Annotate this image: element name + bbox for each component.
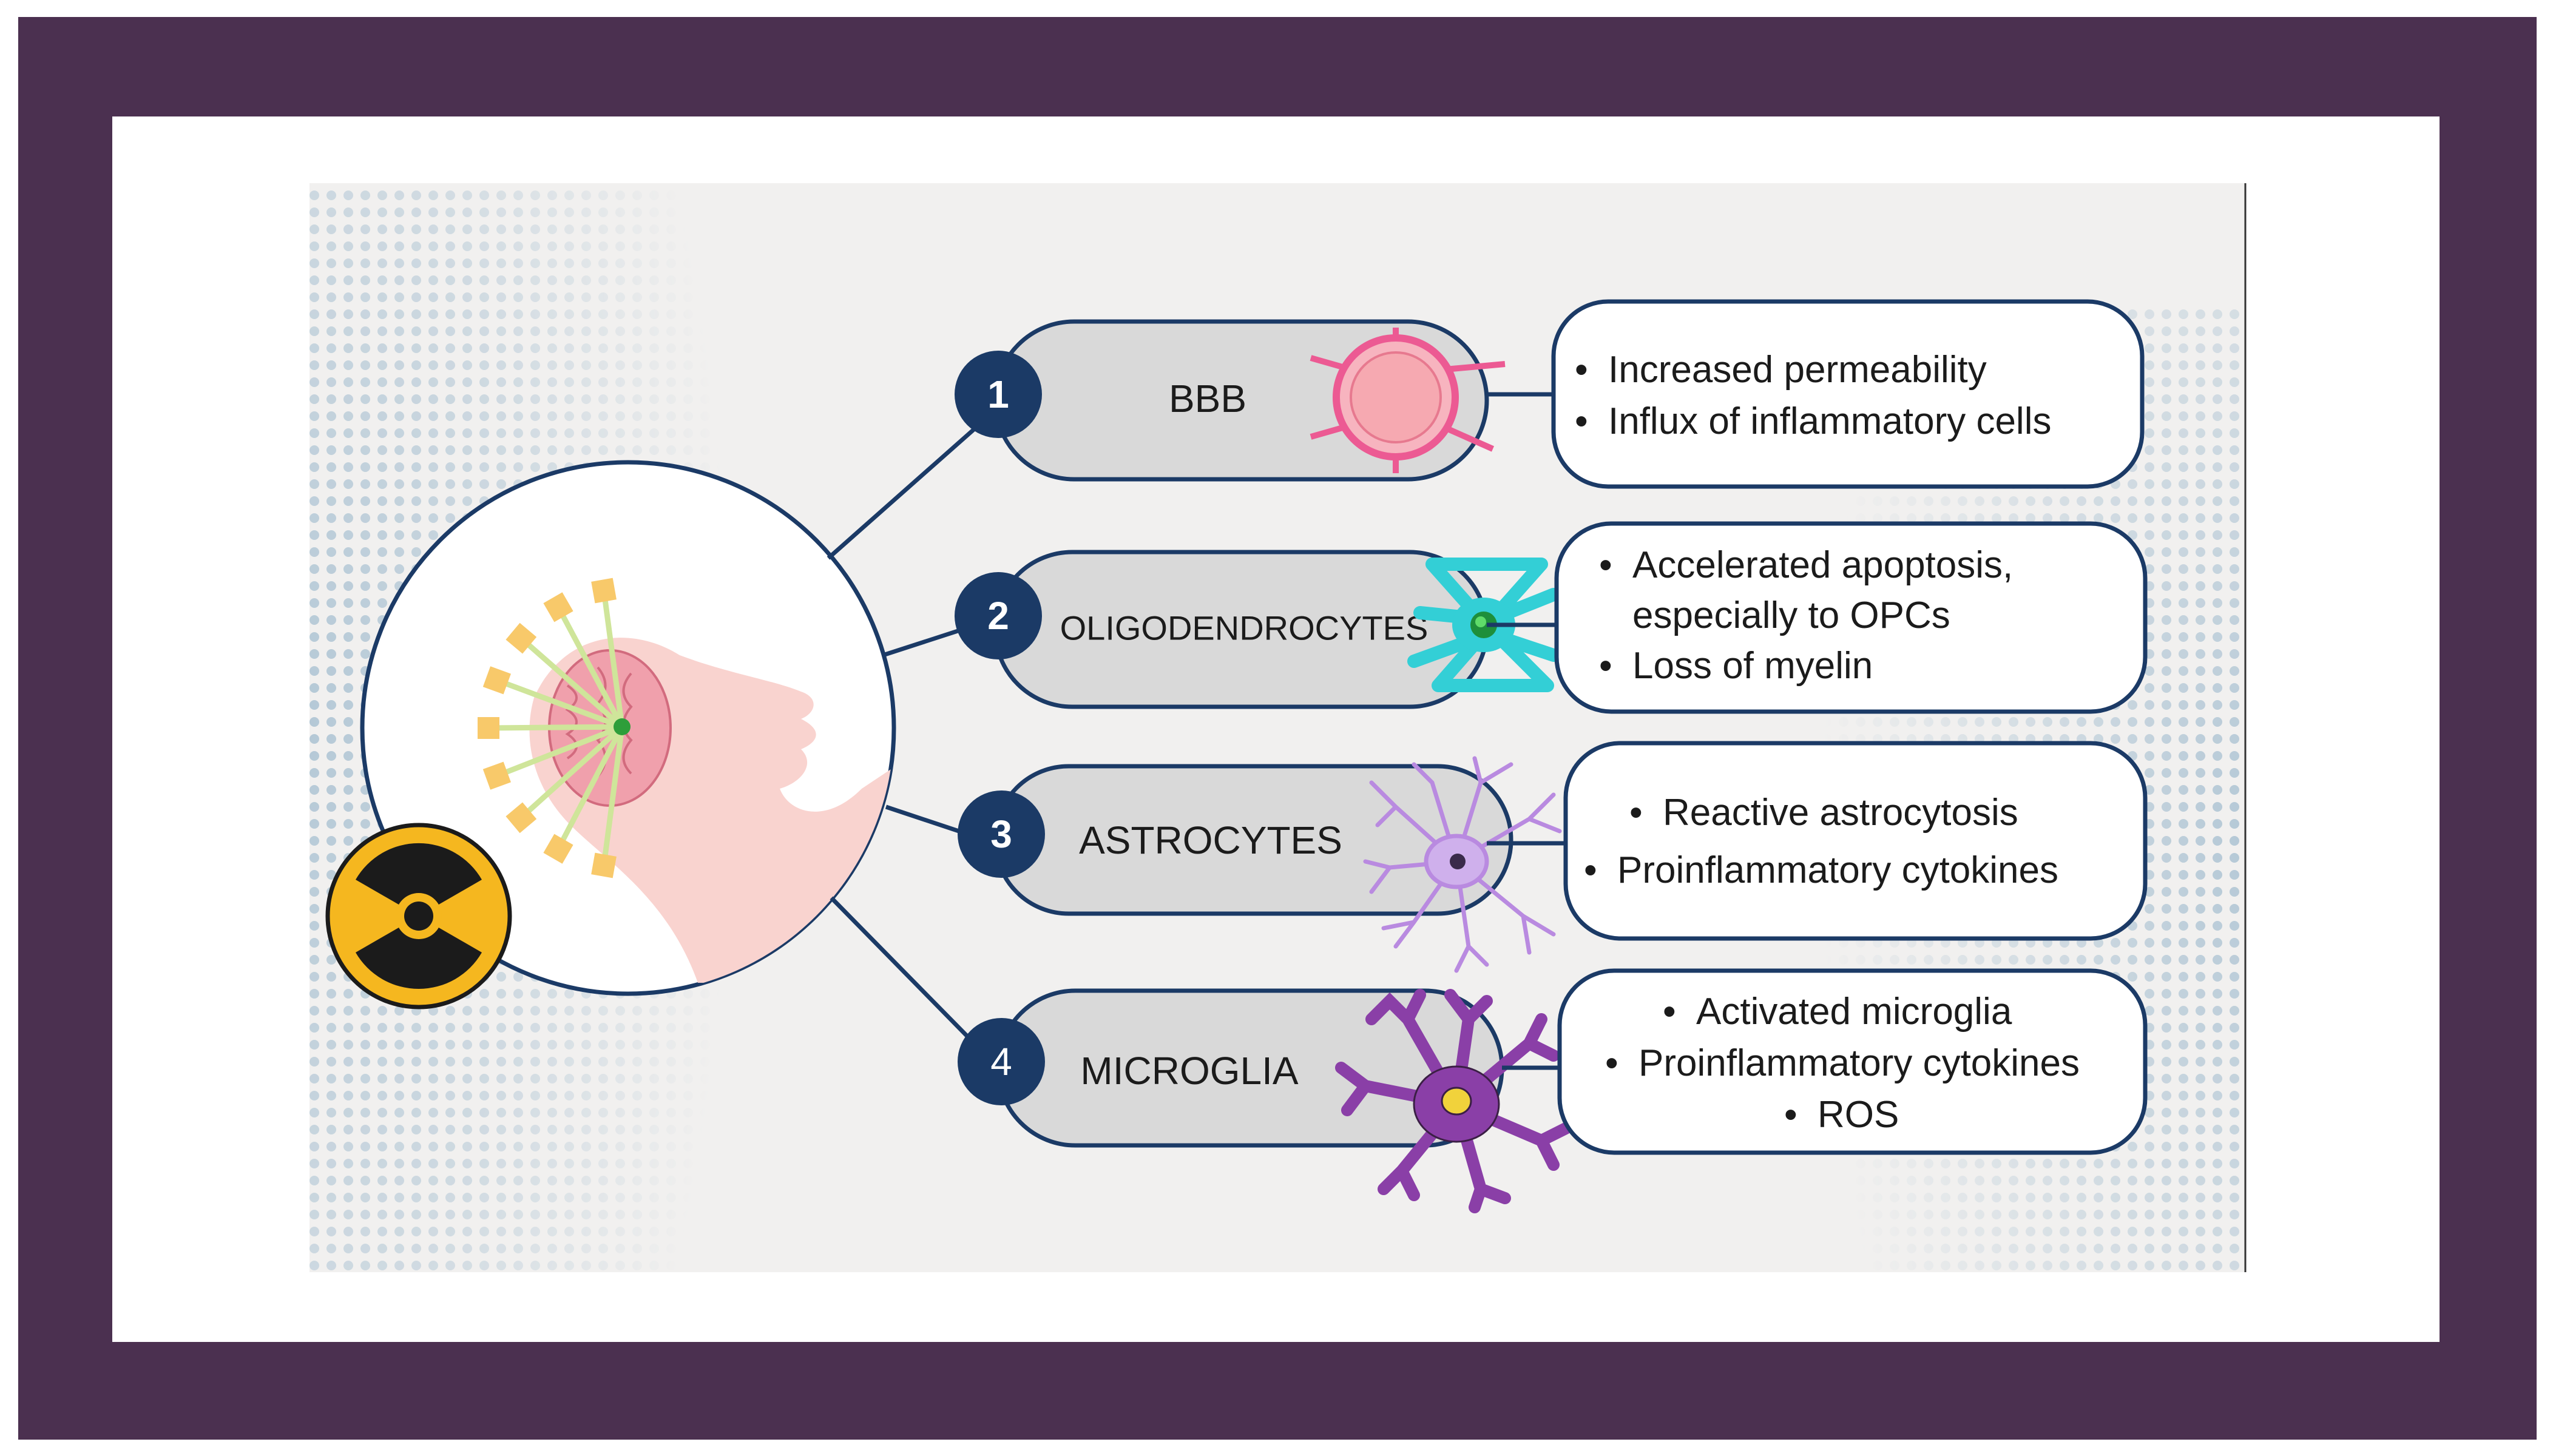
radiation-beam	[519, 724, 624, 820]
bullet-micro-1: Activated microglia	[1696, 991, 2012, 1033]
box-astrocytes	[1563, 741, 2148, 941]
number-badge-2	[955, 572, 1042, 659]
detector-icon	[591, 852, 617, 878]
detector-icon	[543, 592, 573, 622]
radiation-beam	[601, 590, 625, 727]
bullet-astro-1: Reactive astrocytosis	[1663, 792, 2018, 834]
radiation-beams	[478, 578, 631, 878]
oligodendrocyte-cell-icon	[1407, 558, 1560, 692]
radiation-beam	[496, 724, 623, 778]
detector-icon	[591, 578, 617, 604]
astrocyte-cell-icon	[1363, 756, 1562, 973]
number-badge-4	[958, 1018, 1045, 1105]
detector-icon	[506, 802, 537, 834]
bullet-oligo-1: Accelerated apoptosis,	[1632, 544, 2013, 586]
bullet-bbb-1: Increased permeability	[1608, 349, 1987, 391]
bullet-astro-2: Proinflammatory cytokines	[1617, 849, 2058, 891]
svg-text:•Reactive astrocytosis •: •Reactive astrocytosis •Proinflammatory …	[1584, 792, 2058, 891]
label-oligodendrocytes: OLIGODENDROCYTES	[1060, 609, 1429, 647]
box-microglia	[1557, 968, 2148, 1155]
box-oligodendrocytes	[1554, 521, 2148, 714]
number-badge-1	[955, 351, 1042, 438]
radiation-beam	[496, 678, 623, 730]
box-bbb	[1551, 299, 2145, 489]
radiation-beam	[488, 724, 623, 731]
svg-text:•Activated microglia •Pr: •Activated microglia •Proinflammatory cy…	[1605, 991, 2090, 1136]
number-text-4: 4	[990, 1040, 1012, 1084]
item-astrocytes: 3 ASTROCYTES •Reactive astrocytosis •Pro…	[958, 741, 2148, 973]
microglia-cell-icon	[1335, 989, 1572, 1213]
detector-icon	[543, 834, 573, 864]
detector-icon	[482, 761, 511, 790]
item-bbb: 1 BBB •Increased permeability •Influx of…	[955, 299, 2145, 489]
svg-text:•Accelerated apoptosis,: •Accelerated apoptosis, especially to OP…	[1599, 544, 2024, 687]
detector-icon	[506, 622, 537, 654]
bullet-oligo-1-cont: especially to OPCs	[1632, 595, 1950, 636]
radiation-beam	[556, 605, 624, 729]
blood-vessel-icon	[1310, 328, 1506, 473]
svg-text:•Increased permeability: •Increased permeability •Influx of infla…	[1575, 349, 2051, 442]
bullet-oligo-2: Loss of myelin	[1632, 645, 1873, 687]
number-text-3: 3	[990, 812, 1012, 856]
label-microglia: MICROGLIA	[1080, 1049, 1298, 1093]
detector-icon	[478, 717, 499, 739]
detector-icon	[482, 666, 511, 695]
number-text-1: 1	[987, 372, 1009, 416]
radiation-beam	[601, 726, 625, 866]
radiation-hazard-icon	[325, 823, 512, 1009]
item-microglia: 4 MICROGLIA •Activated microglia •Proinf…	[958, 968, 2148, 1213]
item-oligodendrocytes: 2 OLIGODENDROCYTES •Accelerated apoptosi…	[955, 521, 2148, 714]
bullet-micro-3: ROS	[1818, 1094, 1899, 1136]
bullet-micro-2: Proinflammatory cytokines	[1638, 1042, 2080, 1084]
label-astrocytes: ASTROCYTES	[1079, 818, 1342, 862]
number-badge-3	[958, 790, 1045, 878]
beam-focus-dot	[614, 718, 631, 735]
bullet-bbb-2: Influx of inflammatory cells	[1608, 400, 2051, 442]
radiation-beam	[556, 725, 624, 851]
number-text-2: 2	[987, 594, 1009, 638]
radiation-beam	[519, 636, 624, 729]
label-bbb: BBB	[1169, 377, 1246, 420]
